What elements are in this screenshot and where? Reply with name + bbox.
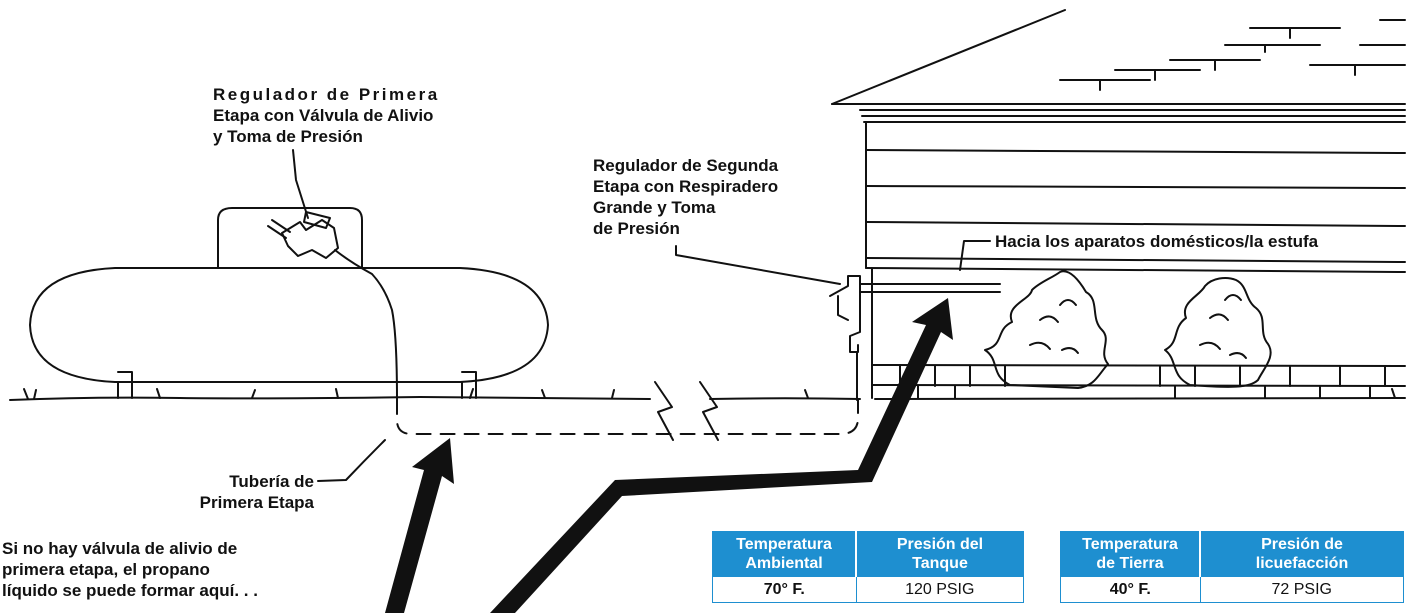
first-stage-regulator [267, 211, 398, 401]
second-stage-regulator [829, 275, 1001, 401]
second-stage-regulator-line-4: de Presión [593, 219, 680, 238]
warning-line-2: primera etapa, el propano [2, 560, 210, 579]
second-stage-regulator-line-1: Regulador de Segunda [593, 156, 779, 175]
ambient-temp-value: 70° F. [712, 576, 857, 603]
warning-line-1: Si no hay válvula de alivio de [2, 539, 238, 558]
first-stage-leader [292, 149, 309, 219]
ambient-table-row: 70° F. 120 PSIG [712, 576, 1024, 603]
arrow-to-pipe [385, 438, 454, 613]
ground-table-row: 40° F. 72 PSIG [1060, 576, 1404, 603]
ground-line [9, 388, 1406, 401]
ambient-table-header-row: Temperatura Ambiental Presión del Tanque [712, 531, 1024, 577]
pipe-leader [317, 439, 386, 482]
house [831, 9, 1406, 399]
tank-pressure-value: 120 PSIG [855, 576, 1024, 603]
first-stage-pipe-line-1: Tubería de [229, 472, 314, 491]
ground-pressure-table: Temperatura de Tierra Presión de licuefa… [1060, 531, 1404, 603]
ground-temp-header: Temperatura de Tierra [1060, 531, 1201, 577]
first-stage-pipe [396, 381, 859, 441]
arrow-to-house [490, 298, 953, 613]
appliances-text: Hacia los aparatos domésticos/la estufa [995, 232, 1319, 251]
ambient-temp-header: Temperatura Ambiental [712, 531, 857, 577]
shrub-left [984, 270, 1109, 389]
first-stage-pipe-label: Tubería de Primera Etapa [200, 471, 314, 513]
ground-table-header-row: Temperatura de Tierra Presión de licuefa… [1060, 531, 1404, 577]
ambient-temp-header-line-1: Temperatura [736, 536, 832, 553]
liquefaction-pressure-header-line-1: Presión de [1261, 536, 1343, 553]
warning-note: Si no hay válvula de alivio de primera e… [2, 538, 258, 601]
ground-temp-value: 40° F. [1060, 576, 1201, 603]
first-stage-regulator-label: Regulador de Primera Etapa con Válvula d… [213, 84, 440, 147]
second-stage-regulator-line-2: Etapa con Respiradero [593, 177, 779, 196]
propane-tank [29, 207, 549, 399]
first-stage-regulator-line-1: Regulador de Primera [213, 85, 440, 104]
first-stage-regulator-line-2: Etapa con Válvula de Alivio [213, 106, 434, 125]
tank-pressure-header-line-2: Tanque [912, 555, 968, 572]
liquefaction-pressure-header-line-2: licuefacción [1255, 555, 1349, 572]
ground-temp-header-line-2: de Tierra [1096, 555, 1164, 572]
liquefaction-pressure-value: 72 PSIG [1199, 576, 1404, 603]
second-stage-regulator-label: Regulador de Segunda Etapa con Respirade… [593, 155, 778, 239]
ground-temp-header-line-1: Temperatura [1082, 536, 1178, 553]
tank-pressure-header-line-1: Presión del [896, 536, 984, 553]
tank-pressure-header: Presión del Tanque [855, 531, 1024, 577]
warning-line-3: líquido se puede formar aquí. . . [2, 581, 258, 600]
shrub-right [1164, 277, 1272, 388]
appliances-leader [959, 240, 991, 271]
liquefaction-pressure-header: Presión de licuefacción [1199, 531, 1404, 577]
second-stage-regulator-line-3: Grande y Toma [593, 198, 716, 217]
ambient-temp-header-line-2: Ambiental [745, 555, 823, 572]
second-stage-leader [675, 245, 841, 285]
first-stage-regulator-line-3: y Toma de Presión [213, 127, 363, 146]
first-stage-pipe-line-2: Primera Etapa [199, 493, 314, 512]
appliances-label: Hacia los aparatos domésticos/la estufa [995, 231, 1318, 252]
ambient-pressure-table: Temperatura Ambiental Presión del Tanque… [712, 531, 1024, 603]
